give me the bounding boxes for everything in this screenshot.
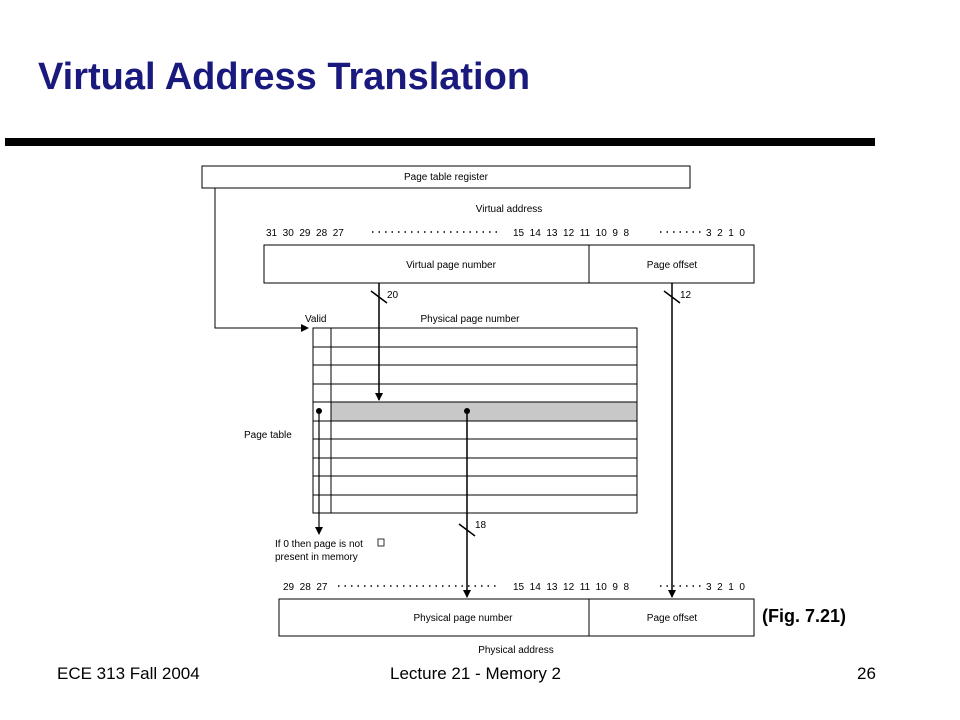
page-table-register-box (201, 165, 691, 189)
pa-bit-numbers-mid: 15 14 13 12 11 10 9 8 (513, 582, 629, 593)
page-offset-field: Page offset (647, 260, 698, 271)
invalid-page-note-line1: If 0 then page is not (275, 539, 363, 550)
page-table-label: Page table (244, 430, 292, 441)
valid-column-header: Valid (305, 314, 327, 325)
virtual-page-number-field: Virtual page number (406, 260, 497, 271)
note-box-glyph (377, 538, 385, 547)
physical-address-box (278, 598, 755, 637)
figure-reference: (Fig. 7.21) (762, 606, 847, 626)
pa-page-offset-field: Page offset (647, 613, 698, 624)
physical-address-label: Physical address (478, 645, 554, 656)
va-bit-numbers-low: 3 2 1 0 (706, 228, 745, 239)
va-bit-numbers-high: 31 30 29 28 27 (266, 228, 344, 239)
vpn-width-slash (370, 290, 388, 304)
footer-course: ECE 313 Fall 2004 (57, 664, 200, 683)
slide-title: Virtual Address Translation (38, 56, 531, 98)
page-table (312, 327, 638, 514)
pa-bit-numbers-high: 29 28 27 (283, 582, 328, 593)
title-divider (5, 138, 875, 146)
ppn-width-label: 18 (475, 520, 487, 531)
offset-width-slash (663, 290, 681, 304)
ppn-width-slash (458, 523, 476, 537)
register-pointer-line (214, 188, 309, 332)
virtual-address-box (263, 244, 755, 284)
va-bit-numbers-mid: 15 14 13 12 11 10 9 8 (513, 228, 629, 239)
selected-entry-row (331, 402, 637, 421)
footer-lecture: Lecture 21 - Memory 2 (390, 664, 562, 683)
pa-bit-numbers-low: 3 2 1 0 (706, 582, 745, 593)
vpn-width-label: 20 (387, 290, 399, 301)
ppn-column-header: Physical page number (421, 314, 521, 325)
offset-width-label: 12 (680, 290, 692, 301)
virtual-address-label: Virtual address (476, 204, 543, 215)
page-table-register-label: Page table register (404, 172, 489, 183)
footer-page-number: 26 (857, 664, 876, 683)
physical-page-number-field: Physical page number (414, 613, 514, 624)
invalid-page-note-line2: present in memory (275, 552, 358, 563)
